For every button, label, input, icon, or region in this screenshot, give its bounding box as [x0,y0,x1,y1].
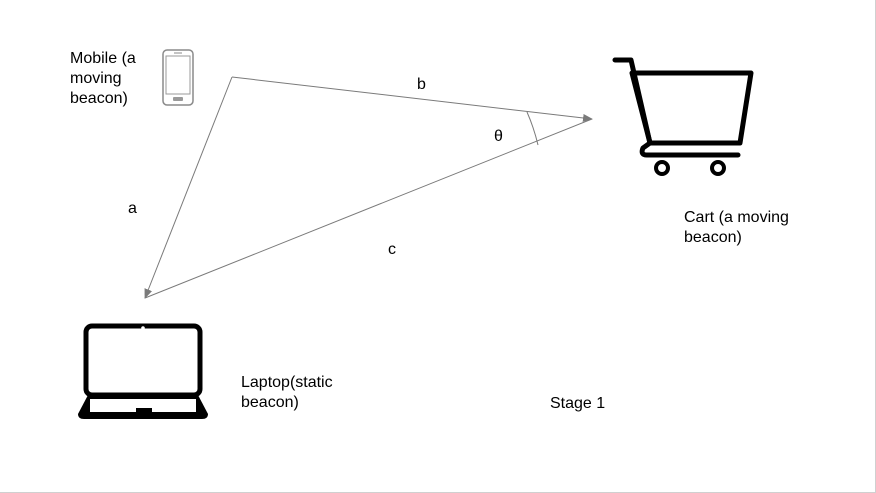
edge-c-line [144,118,593,299]
edge-b-label: b [417,76,426,93]
shopping-cart-icon [612,57,754,176]
edge-c-label: c [388,241,396,258]
laptop-icon [78,323,208,419]
mobile-label: Mobile (a moving beacon) [70,50,136,107]
laptop-label: Laptop(static beacon) [241,374,333,411]
stage-label: Stage 1 [550,395,606,412]
edge-a-line [144,76,233,299]
angle-theta-label: θ [494,128,503,145]
edge-b-line [231,76,593,122]
angle-arc [526,111,539,146]
edge-a-label: a [128,200,137,217]
cart-label: Cart (a moving beacon) [684,209,789,246]
smartphone-icon [162,49,194,106]
